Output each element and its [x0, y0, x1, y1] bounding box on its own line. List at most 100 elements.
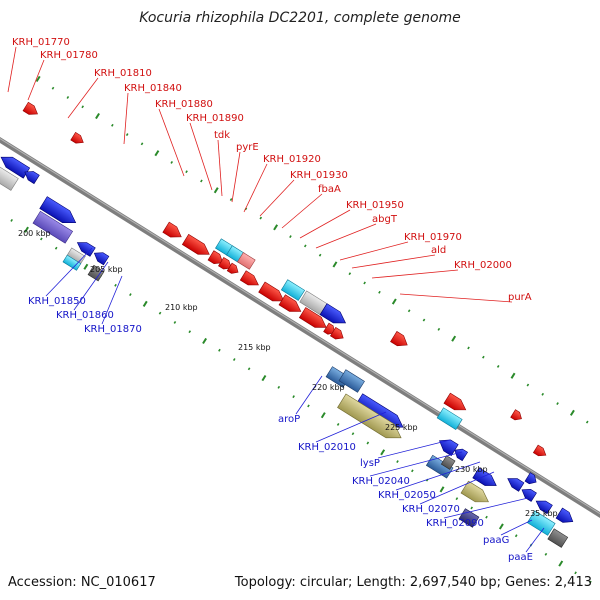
gene-label-reverse: KRH_01870 [84, 324, 142, 335]
gene-label-reverse: KRH_01860 [56, 310, 114, 321]
track-tick [173, 320, 177, 324]
track-tick [170, 160, 174, 164]
track-tick [83, 263, 89, 270]
gene-feature [32, 210, 74, 244]
gene-feature [507, 478, 525, 492]
scale-label: 200 kbp [18, 229, 51, 238]
gene-feature [337, 393, 402, 439]
track-tick [514, 534, 518, 538]
gene-label-forward: purA [508, 292, 532, 303]
track-tick [111, 123, 114, 127]
genome-backbone [0, 137, 600, 518]
gene-feature [532, 444, 547, 457]
track-tick [95, 112, 100, 120]
track-tick [320, 412, 326, 419]
leader-line [123, 92, 129, 145]
leader-line [27, 59, 45, 101]
leader-line [73, 261, 109, 311]
gene-feature [555, 507, 574, 523]
gene-label-forward: KRH_01780 [40, 50, 98, 61]
track-tick [54, 246, 58, 250]
gene-feature [278, 294, 302, 312]
gene-feature [510, 409, 522, 421]
gene-feature [207, 250, 224, 265]
track-tick [188, 330, 192, 334]
leader-line [339, 241, 409, 261]
track-tick [558, 560, 564, 567]
gene-label-forward: KRH_01950 [346, 200, 404, 211]
track-tick [496, 365, 500, 368]
track-tick [569, 409, 575, 416]
track-tick [66, 96, 70, 99]
leader-line [295, 375, 323, 415]
track-tick [380, 449, 386, 456]
leader-line [281, 193, 323, 229]
leader-line [189, 122, 213, 191]
gene-feature [319, 303, 347, 324]
gene-feature [70, 131, 84, 144]
gene-label-reverse: paaE [508, 552, 533, 563]
scale-label: 205 kbp [90, 265, 123, 274]
gene-feature [62, 254, 82, 271]
track-tick [451, 335, 457, 342]
leader-line [419, 471, 495, 505]
gene-label-reverse: KRH_02090 [426, 518, 484, 529]
track-tick [498, 523, 504, 530]
gene-feature [440, 455, 456, 470]
gene-label-forward: pyrE [236, 142, 259, 153]
gene-label-reverse: KRH_01850 [28, 296, 86, 307]
gene-feature [443, 392, 467, 411]
track-tick [140, 142, 144, 146]
track-tick [336, 423, 340, 426]
gene-label-forward: tdk [214, 130, 230, 141]
gene-feature [390, 331, 408, 347]
genome-summary-text: Topology: circular; Length: 2,697,540 bp… [234, 575, 592, 590]
gene-label-reverse: aroP [278, 414, 300, 425]
leader-line [217, 139, 223, 197]
leader-line [369, 451, 463, 477]
track-tick [185, 170, 188, 174]
scale-label: 215 kbp [238, 343, 271, 352]
track-tick [292, 395, 295, 399]
gene-label-reverse: KRH_02040 [352, 476, 410, 487]
gene-feature [280, 279, 306, 301]
leader-line [399, 293, 513, 303]
leader-line [231, 151, 241, 203]
leader-line [7, 46, 17, 93]
leader-line [299, 209, 351, 239]
track-tick [411, 469, 414, 473]
track-tick [378, 290, 381, 294]
track-tick [261, 375, 267, 382]
gene-feature [24, 171, 40, 185]
gene-label-reverse: KRH_02050 [378, 490, 436, 501]
gene-feature [76, 242, 96, 257]
track-tick [200, 179, 203, 183]
track-tick [482, 355, 485, 359]
leader-line [45, 247, 93, 297]
track-tick [556, 402, 559, 406]
gene-label-forward: fbaA [318, 184, 341, 195]
track-tick [318, 253, 322, 257]
gene-label-reverse: KRH_02010 [298, 442, 356, 453]
gene-label-reverse: lysP [360, 458, 380, 469]
gene-feature [454, 448, 468, 462]
track-tick [142, 300, 148, 307]
track-tick [589, 580, 592, 584]
gene-label-forward: KRH_02000 [454, 260, 512, 271]
track-tick [154, 150, 160, 157]
leader-line [351, 254, 436, 269]
label-leaders [7, 46, 545, 553]
track-tick [81, 105, 84, 109]
gene-feature [87, 264, 105, 282]
track-tick [158, 311, 162, 315]
track-tick [202, 337, 208, 345]
gene-feature [162, 221, 182, 238]
gene-labels: KRH_01770KRH_01780KRH_01810KRH_01840KRH_… [12, 37, 533, 563]
gene-feature [524, 472, 537, 485]
gene-feature [237, 252, 256, 270]
track-tick [437, 327, 441, 331]
backbone-line [0, 137, 600, 518]
gene-feature [526, 510, 556, 536]
